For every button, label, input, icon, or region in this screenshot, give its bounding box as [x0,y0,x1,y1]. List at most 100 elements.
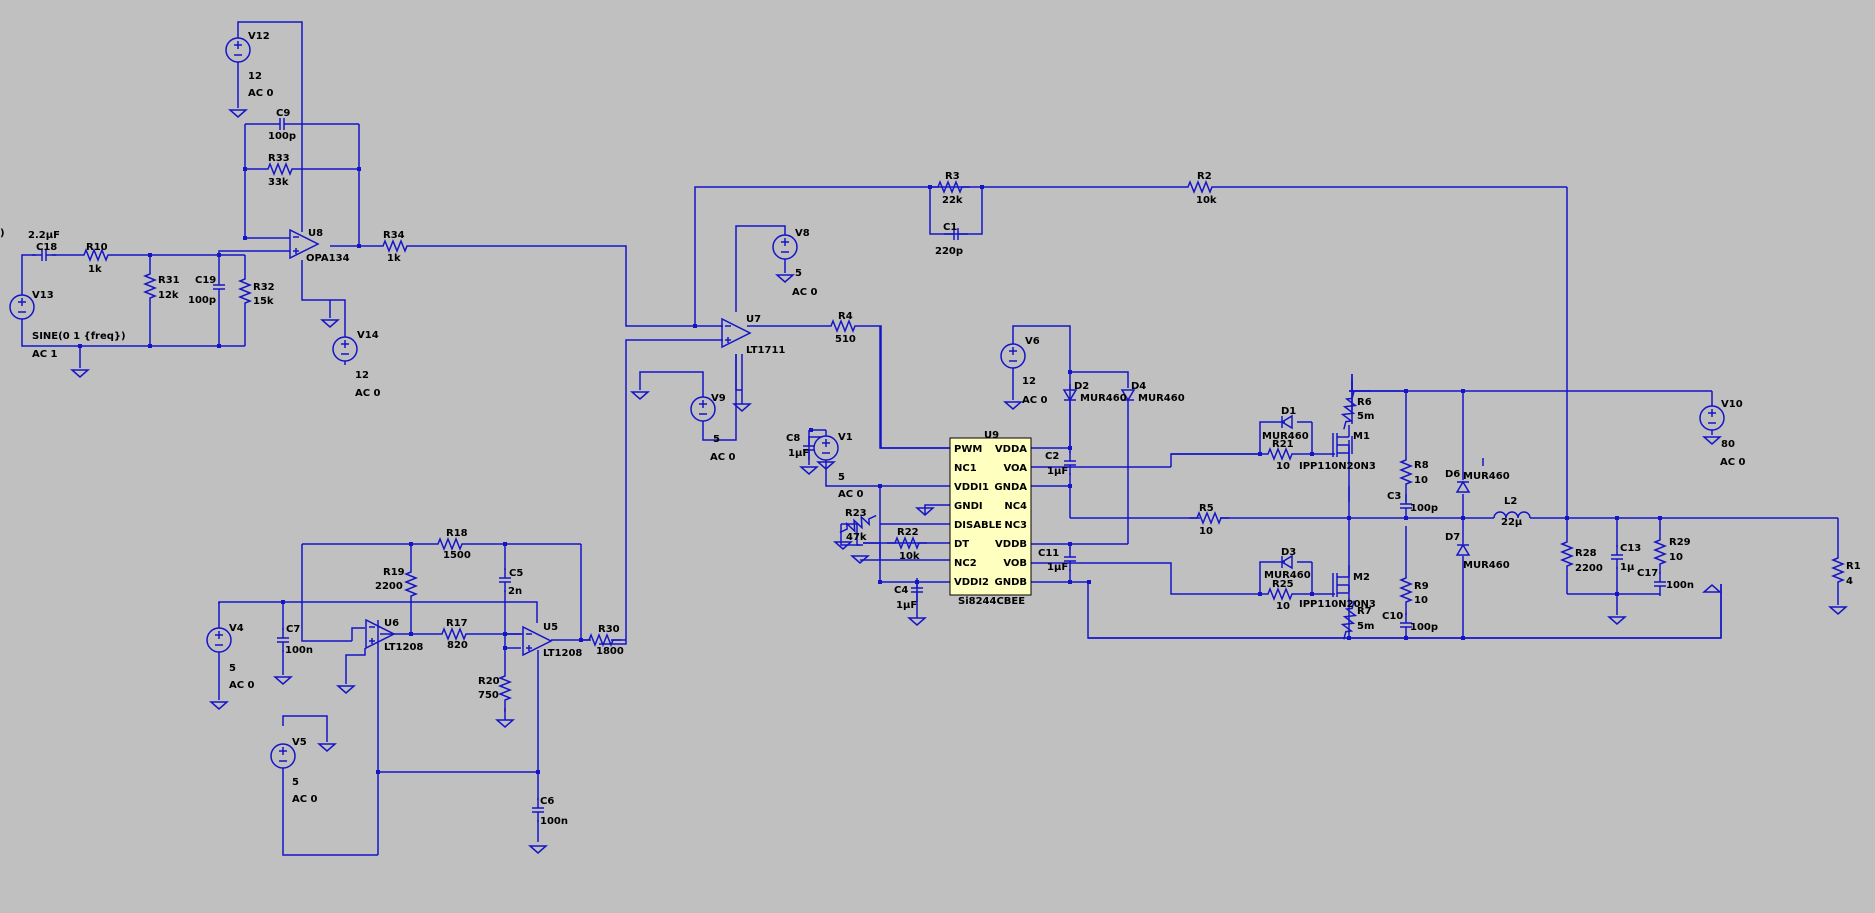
c11-name: C11 [1038,548,1059,559]
v1-name: V1 [838,432,853,443]
c13-name: C13 [1620,543,1641,554]
r21-value: 10 [1276,461,1290,472]
capacitor-c9[interactable] [269,117,295,131]
v9-value: 5 [713,434,720,445]
c2-value: 1µF [1047,466,1068,477]
inductor-l2[interactable] [1493,511,1531,519]
c6-name: C6 [540,796,554,807]
c19-value: 100p [188,295,216,306]
pin-dt: DT [954,539,969,550]
v1-value: 5 [838,472,845,483]
resistor-r3[interactable] [929,181,971,193]
diode-d6[interactable] [1456,481,1470,493]
r3-name: R3 [945,171,960,182]
resistor-r5[interactable] [1188,512,1230,524]
pin-vddi1: VDDI1 [954,482,989,493]
ground-symbol [800,466,818,475]
resistor-r19[interactable] [405,563,417,605]
r9-name: R9 [1414,581,1429,592]
c13-value: 1µ [1620,562,1635,573]
resistor-r33[interactable] [259,163,301,175]
r32-value: 15k [253,296,274,307]
ground-symbol [1703,436,1721,445]
voltage-source-v8[interactable] [772,234,798,260]
resistor-r29[interactable] [1654,531,1666,573]
resistor-r32[interactable] [239,270,251,312]
pin-disable: DISABLE [954,520,1002,531]
v12-value: 12 [248,71,262,82]
v8-name: V8 [795,228,810,239]
m2-name: M2 [1353,572,1370,583]
d1-value: MUR460 [1262,431,1309,442]
gate-driver-u9[interactable]: PWM NC1 VDDI1 GNDI DISABLE DT NC2 VDDI2 … [949,437,1032,596]
resistor-r28[interactable] [1561,533,1573,575]
component-labels: ) 2.2µF C18 R10 1k V13 SINE(0 1 {freq}) … [0,31,1861,827]
c9-value: 100p [268,131,296,142]
resistor-r4[interactable] [822,320,864,332]
u6-value: LT1208 [384,642,423,653]
resistor-r9[interactable] [1400,569,1412,611]
resistor-r20[interactable] [499,667,511,709]
r20-value: 750 [478,690,499,701]
pin-nc1: NC1 [954,463,977,474]
r4-value: 510 [835,334,856,345]
resistor-r21[interactable] [1259,448,1301,460]
resistor-r8[interactable] [1400,451,1412,493]
resistor-r22[interactable] [886,537,928,549]
wires [21,21,1839,856]
v12-ac: AC 0 [248,88,274,99]
voltage-source-v13[interactable] [9,294,35,320]
edge-mark: ) [0,228,5,239]
r25-value: 10 [1276,601,1290,612]
r9-value: 10 [1414,595,1428,606]
c4-value: 1µF [896,600,917,611]
d6-value: MUR460 [1463,471,1510,482]
pin-pwm: PWM [954,444,982,455]
v8-ac: AC 0 [792,287,818,298]
pin-gndi: GNDI [954,501,983,512]
u9-name: U9 [984,430,999,441]
r33-value: 33k [268,177,289,188]
mosfet-m1[interactable] [1332,424,1350,466]
l2-name: L2 [1504,496,1517,507]
d3-name: D3 [1281,547,1296,558]
r20-name: R20 [478,676,500,687]
r7-value: 5m [1357,621,1374,632]
resistor-r25[interactable] [1259,588,1301,600]
u7-name: U7 [746,314,761,325]
u8-value: OPA134 [306,253,350,264]
r28-value: 2200 [1575,563,1603,574]
v4-ac: AC 0 [229,680,255,691]
resistor-r1[interactable] [1832,549,1844,591]
voltage-source-v14[interactable] [332,336,358,362]
resistor-r18[interactable] [429,538,471,550]
d4-name: D4 [1131,381,1146,392]
c7-value: 100n [285,645,313,656]
v6-ac: AC 0 [1022,395,1048,406]
ground-symbol [274,676,292,685]
voltage-source-v12[interactable] [225,37,251,63]
r6-name: R6 [1357,397,1372,408]
r30-value: 1800 [596,646,624,657]
resistor-r2[interactable] [1179,181,1221,193]
resistor-r6[interactable] [1338,388,1360,432]
v13-name: V13 [32,290,54,301]
d7-value: MUR460 [1463,560,1510,571]
resistor-r17[interactable] [433,628,475,640]
resistor-r31[interactable] [144,265,156,307]
c10-name: C10 [1382,611,1403,622]
diode-d7[interactable] [1456,544,1470,556]
r10-name: R10 [86,242,108,253]
ground-symbol [71,369,89,378]
voltage-source-v6[interactable] [1000,343,1026,369]
d2-value: MUR460 [1080,393,1127,404]
resistor-r34[interactable] [374,240,416,252]
r7-name: R7 [1357,606,1372,617]
v4-value: 5 [229,663,236,674]
c17-name: C17 [1637,568,1658,579]
c7-name: C7 [286,624,300,635]
voltage-source-v1[interactable] [813,435,839,461]
voltage-source-v4[interactable] [206,627,232,653]
c3-name: C3 [1387,491,1401,502]
